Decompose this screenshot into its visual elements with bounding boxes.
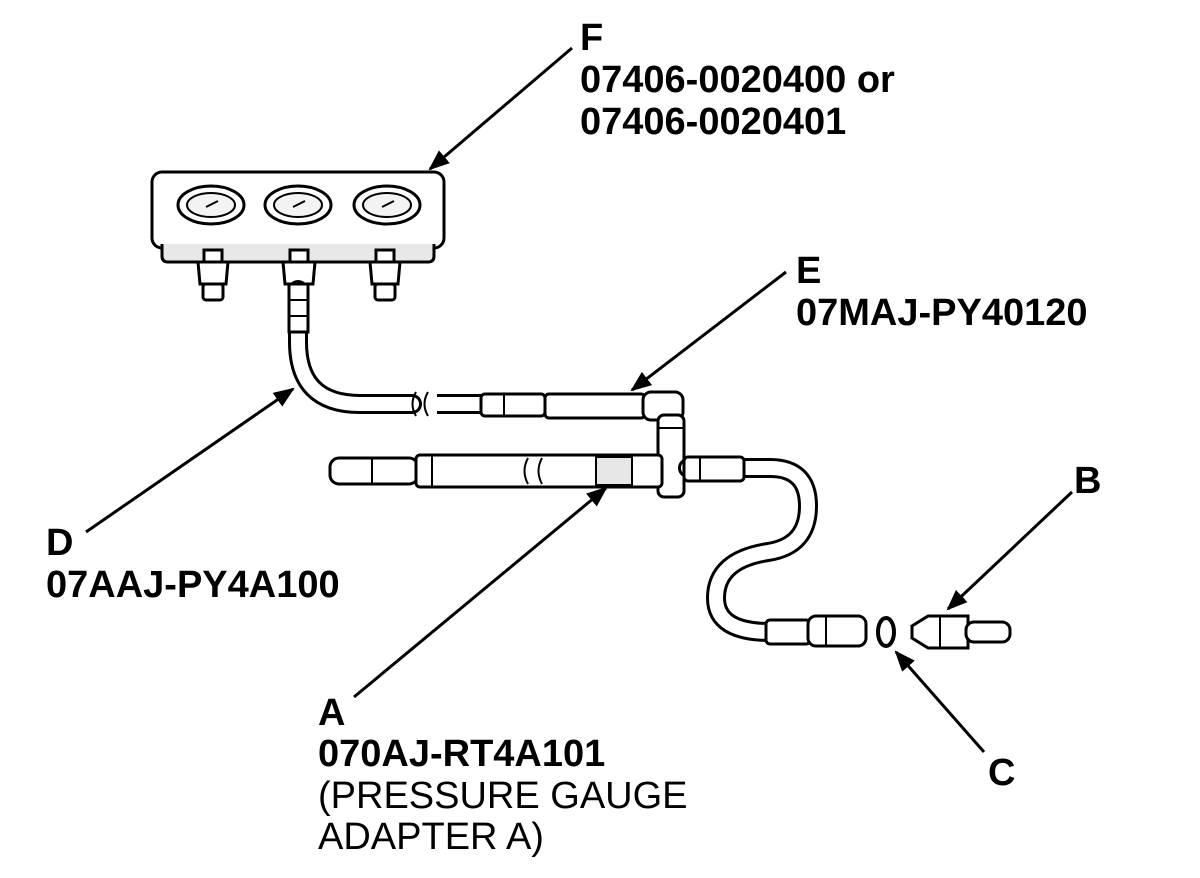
label-a-part: 070AJ-RT4A101 <box>318 733 606 775</box>
gauge-manifold <box>150 170 446 302</box>
label-b-letter: B <box>1074 460 1102 502</box>
label-d-letter: D <box>46 522 74 564</box>
label-f-part-1: 07406-0020400 or <box>580 59 895 101</box>
leader-c <box>894 650 986 753</box>
fitting-b <box>910 614 1012 650</box>
o-ring-c <box>876 616 896 648</box>
leader-b <box>946 490 1074 611</box>
leader-d <box>85 387 295 534</box>
label-e-letter: E <box>796 250 822 292</box>
label-e-part: 07MAJ-PY40120 <box>796 292 1088 334</box>
manifold-fitting-right <box>368 248 402 302</box>
leader-e <box>630 270 787 392</box>
label-f-letter: F <box>580 17 604 59</box>
leader-f <box>428 46 573 171</box>
leader-arrows <box>85 46 1074 753</box>
leader-a <box>353 486 608 699</box>
label-a-letter: A <box>318 692 346 734</box>
label-a-desc-1: (PRESSURE GAUGE <box>318 775 688 817</box>
hose-d <box>287 280 547 418</box>
manifold-fitting-center <box>281 248 317 286</box>
label-c-letter: C <box>988 752 1016 794</box>
label-f-part-2: 07406-0020401 <box>580 101 847 143</box>
manifold-fitting-left <box>196 248 230 302</box>
label-d-part: 07AAJ-PY4A100 <box>46 564 340 606</box>
label-a-desc-2: ADAPTER A) <box>318 816 544 858</box>
hose-a <box>328 453 868 648</box>
